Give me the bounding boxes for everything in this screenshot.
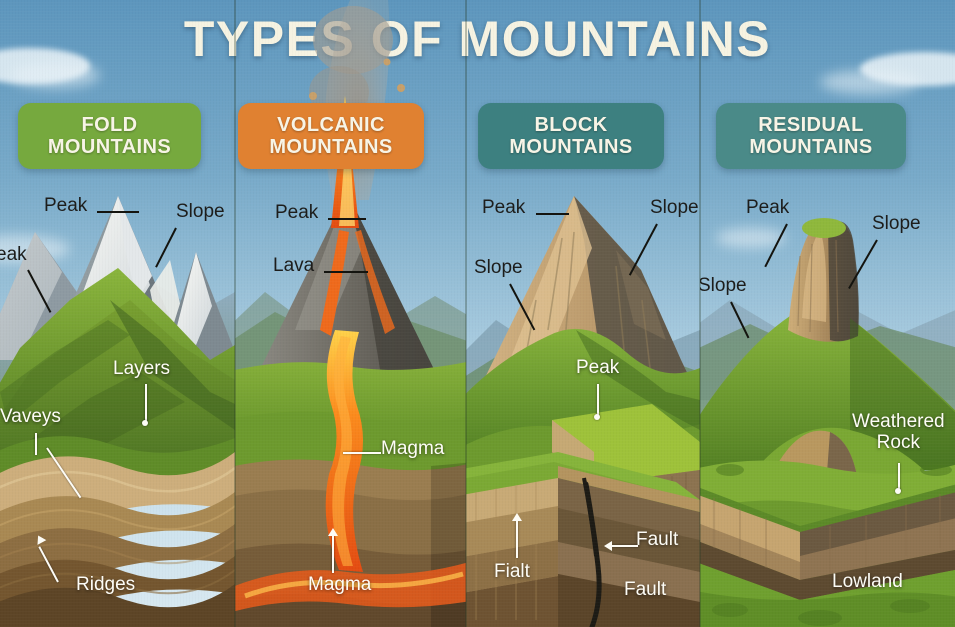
cloud-icon [820,70,920,94]
label-magma: Magma [308,574,372,595]
leader-dot [594,414,600,420]
leader-dot [142,420,148,426]
leader-line [898,463,900,491]
label-slope: Slope [700,275,747,296]
leader-line [612,545,638,547]
panel-fold: Peak Slope eak Layers Vaveys Ridges [0,0,235,627]
panel-volcanic: Peak Lava Magma Magma [235,0,466,627]
label-lowland: Lowland [832,571,903,592]
panel-residual: Peak Slope Slope Weathered Rock Lowland [700,0,955,627]
label-slope: Slope [176,201,225,222]
label-magma: Magma [381,438,445,459]
panel-block: Peak Slope Slope Peak Fault Fialt Fault [466,0,700,627]
panel-divider [465,0,467,627]
label-peak: Peak [482,197,526,218]
page-title: TYPES OF MOUNTAINS [183,11,772,67]
label-fault: Fault [624,579,667,600]
panel-divider [234,0,236,627]
label-ridges: Ridges [76,574,136,595]
label-slope: Slope [650,197,699,218]
label-layers: Layers [113,358,171,379]
label-peak: Peak [275,202,319,223]
label-peak: Peak [576,357,620,378]
leader-line [597,384,599,418]
leader-line [145,384,147,424]
label-weathered-line2: Rock [876,431,920,453]
label-vaveys: Vaveys [0,406,61,427]
label-peak-clipped: eak [0,244,27,265]
label-slope: Slope [872,213,921,234]
leader-line [536,213,569,215]
label-slope: Slope [474,257,523,278]
leader-line [328,218,366,220]
arrow-icon [512,513,522,521]
leader-line [343,452,381,454]
arrow-icon [328,528,338,536]
panel-divider [699,0,701,627]
label-peak: Peak [44,195,88,216]
label-weathered-rock: Weathered Rock [852,411,945,453]
label-fialt: Fialt [494,561,530,582]
leader-line [516,520,518,558]
cloud-icon [10,62,100,88]
label-fault: Fault [636,529,679,550]
leader-dot [895,488,901,494]
label-weathered-line1: Weathered [852,411,945,432]
cloud-icon [716,228,786,248]
label-lava: Lava [273,255,315,276]
leader-line [324,271,368,273]
leader-line [97,211,139,213]
arrow-icon [604,541,612,551]
leader-line [35,433,37,455]
leader-line [332,535,334,573]
label-peak: Peak [746,197,790,218]
